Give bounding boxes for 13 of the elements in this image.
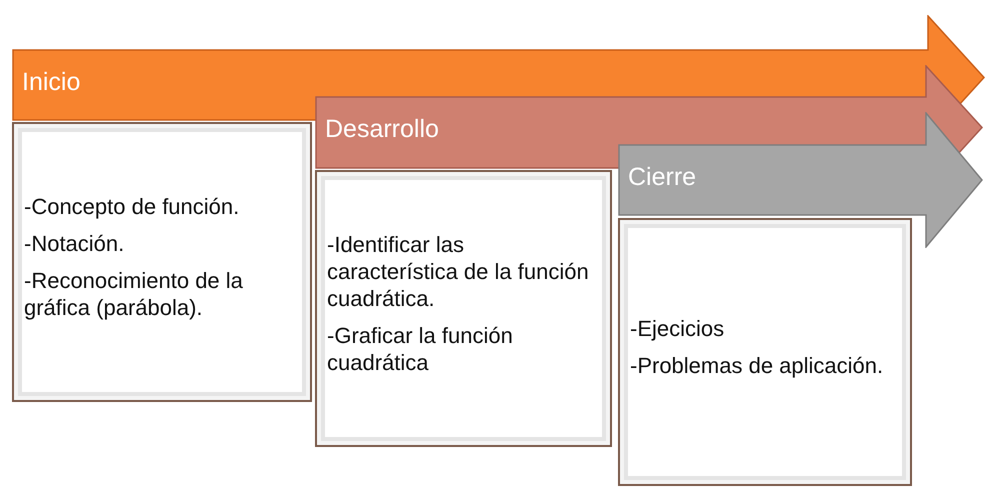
stage-title: Inicio: [22, 68, 80, 97]
content-card: [12, 122, 312, 402]
bullet-text: -Ejecicios: [630, 315, 726, 342]
content-card: [315, 170, 612, 447]
bullet-text: -Problemas de aplicación.: [630, 352, 884, 379]
stage-title: Cierre: [628, 163, 696, 192]
stage-title: Desarrollo: [325, 115, 439, 144]
bullet-text: -Graficar la función cuadrática: [327, 322, 514, 376]
bullet-text: -Identificar las característica de la función cuadrática.: [327, 231, 590, 312]
bullet-text: -Notación.: [24, 230, 126, 257]
content-card: [618, 218, 912, 486]
bullet-text: -Concepto de función.: [24, 193, 240, 220]
bullet-text: -Reconocimiento de la gráfica (parábola).: [24, 267, 244, 321]
